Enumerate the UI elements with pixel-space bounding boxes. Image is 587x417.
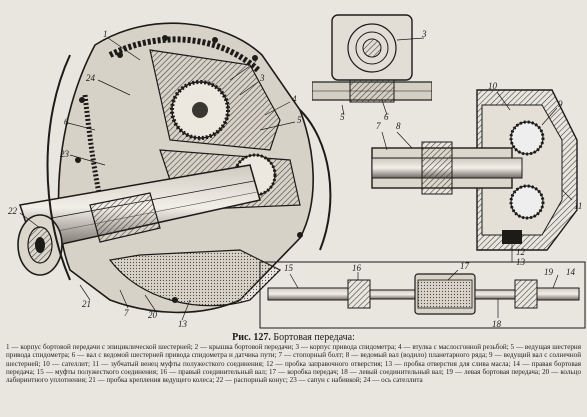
figure-caption-title: Рис. 127. Бортовая передача:: [0, 332, 587, 343]
callout-21: 21: [82, 299, 91, 309]
callout-20: 20: [148, 310, 157, 320]
br-callout-15: 15: [284, 263, 293, 273]
br-callout-14: 14: [566, 267, 575, 277]
callout-3: 3: [260, 73, 265, 83]
tr-callout-3: 3: [422, 29, 427, 39]
speedometer-drive-illustration: 3 5 6: [312, 10, 432, 125]
br-callout-16: 16: [352, 263, 361, 273]
final-drive-cutaway-illustration: 1 2 3 4 5 24 6 23 22 21 20 7 13: [0, 0, 356, 330]
callout-2: 2: [252, 57, 257, 67]
figure-number: Рис. 127.: [232, 332, 271, 343]
callout-24: 24: [86, 73, 95, 83]
tr-callout-6: 6: [384, 112, 389, 122]
callout-6: 6: [64, 117, 69, 127]
br-callout-19: 19: [544, 267, 553, 277]
speedometer-drawing: [312, 14, 432, 116]
callout-7: 7: [124, 308, 129, 318]
r-callout-8: 8: [396, 121, 401, 131]
figure-title: Бортовая передача:: [273, 332, 355, 343]
figure-legend: 1 — корпус бортовой передачи с эпициклич…: [6, 343, 581, 385]
section-drawing: [371, 89, 578, 262]
callout-5: 5: [297, 115, 302, 125]
br-callout-18: 18: [492, 319, 501, 329]
callout-4: 4: [292, 94, 297, 104]
r-callout-11: 11: [574, 201, 583, 211]
shafts-drawing: [259, 261, 586, 329]
callout-13: 13: [178, 319, 187, 329]
connecting-shafts-illustration: 15 16 17 18 19 14: [258, 260, 587, 335]
callout-1: 1: [103, 29, 108, 39]
tr-callout-5: 5: [340, 112, 345, 122]
r-callout-7: 7: [376, 121, 381, 131]
cutaway-drawing: [17, 22, 332, 321]
r-callout-9: 9: [558, 99, 563, 109]
callout-23: 23: [60, 149, 69, 159]
callout-22: 22: [8, 206, 17, 216]
br-callout-17: 17: [460, 261, 469, 271]
final-drive-section-illustration: 10 9 8 7 11 12 13: [362, 80, 587, 270]
r-callout-10: 10: [488, 81, 497, 91]
r-callout-12: 12: [516, 247, 525, 257]
